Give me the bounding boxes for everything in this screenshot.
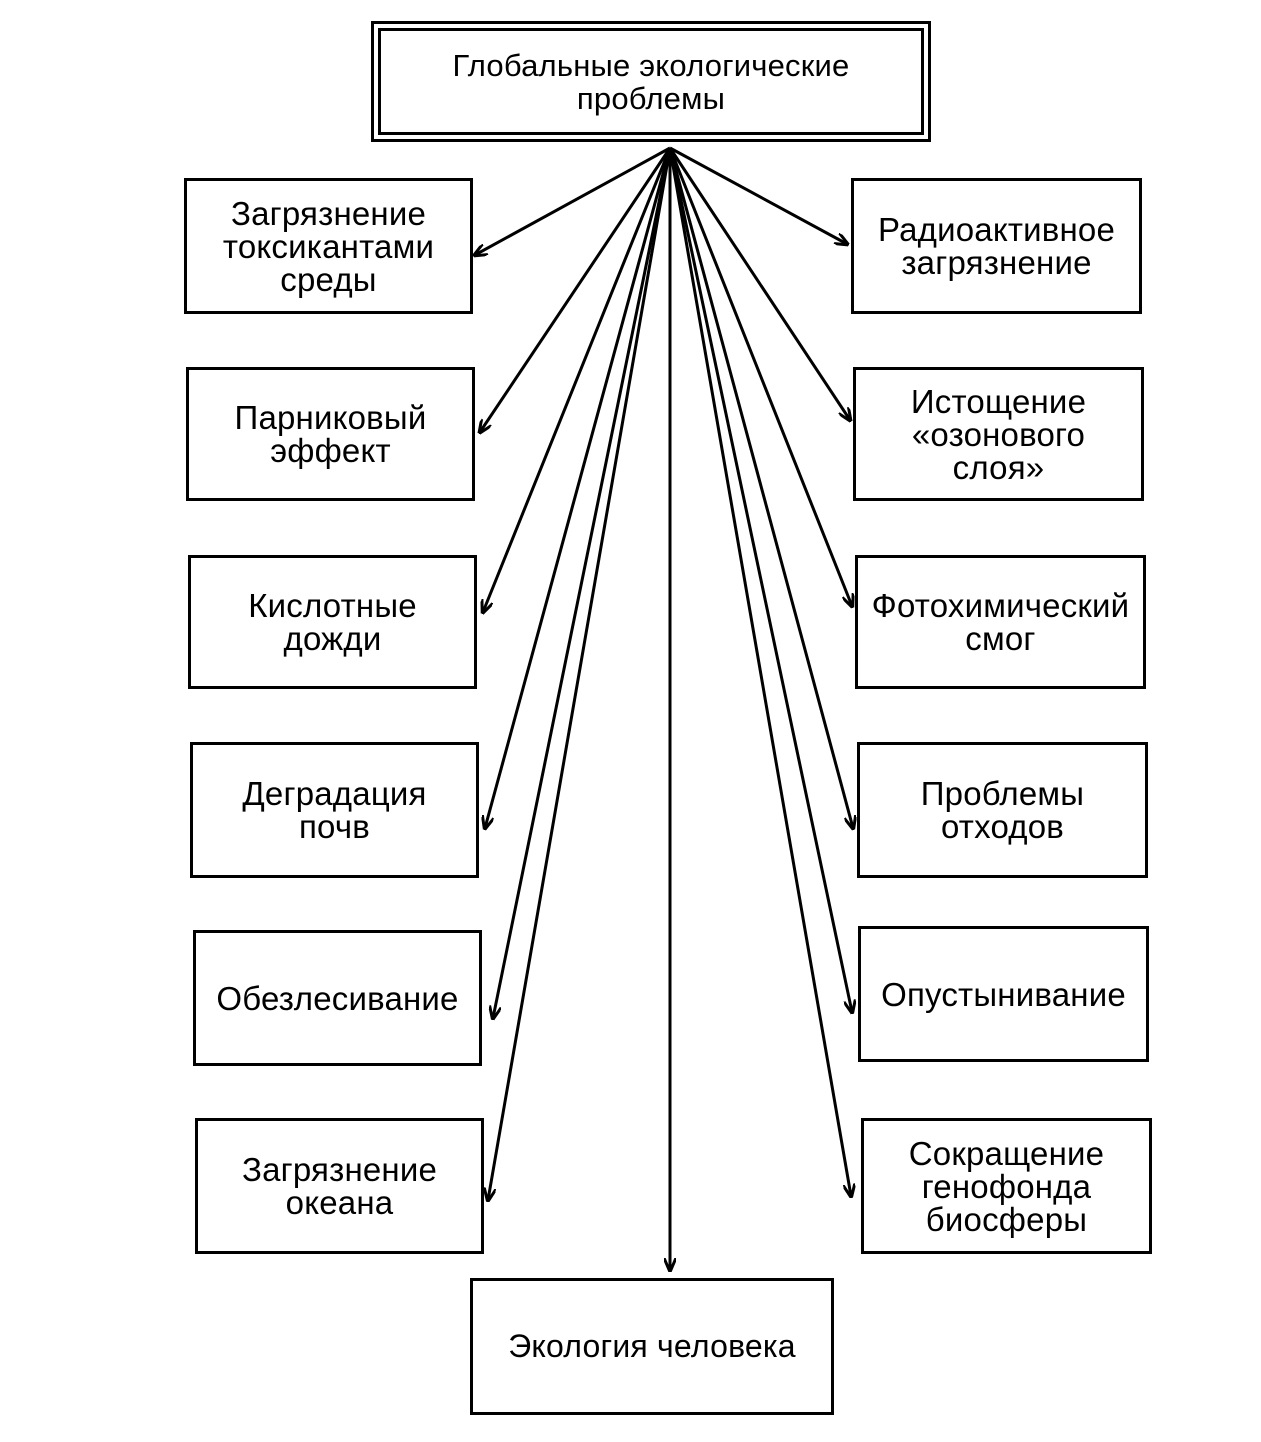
root-node-global-ecological-problems: Глобальные экологические проблемы: [371, 21, 931, 142]
node-label: Экология человека: [508, 1328, 796, 1364]
node-label: Истощение «озонового слоя»: [910, 382, 1087, 486]
arrow-to-greenhouse-effect: [480, 147, 672, 432]
arrow-to-toxicant-pollution: [475, 146, 671, 255]
node-waste-problems: Проблемы отходов: [857, 742, 1148, 878]
arrow-to-waste-problems: [668, 147, 853, 828]
node-label: Фотохимический смог: [871, 587, 1130, 657]
node-acid-rain: Кислотные дожди: [188, 555, 477, 689]
node-label: Обезлесивание: [216, 979, 459, 1017]
node-toxicant-pollution: Загрязнение токсикантами среды: [184, 178, 473, 314]
arrow-to-ozone-depletion: [668, 147, 850, 420]
node-label: Проблемы отходов: [920, 775, 1085, 845]
node-human-ecology: Экология человека: [470, 1278, 834, 1415]
node-deforestation: Обезлесивание: [193, 930, 482, 1066]
node-label: Деградация почв: [242, 775, 427, 845]
root-node-label: Глобальные экологические проблемы: [452, 47, 850, 116]
node-greenhouse-effect: Парниковый эффект: [186, 367, 475, 501]
arrow-to-deforestation: [493, 147, 672, 1018]
node-ozone-depletion: Истощение «озонового слоя»: [853, 367, 1144, 501]
node-radioactive-pollution: Радиоактивное загрязнение: [851, 178, 1142, 314]
node-label: Радиоактивное загрязнение: [877, 211, 1116, 281]
arrow-to-acid-rain: [483, 147, 672, 612]
node-desertification: Опустынивание: [858, 926, 1149, 1062]
arrow-to-soil-degradation: [485, 147, 672, 828]
node-ocean-pollution: Загрязнение океана: [195, 1118, 484, 1254]
node-label: Сокращение генофонда биосферы: [908, 1134, 1105, 1238]
node-label: Загрязнение океана: [241, 1151, 438, 1221]
node-biosphere-genepool-reduction: Сокращение генофонда биосферы: [861, 1118, 1152, 1254]
node-label: Загрязнение токсикантами среды: [222, 194, 435, 298]
node-label: Парниковый эффект: [234, 399, 427, 469]
node-photochemical-smog: Фотохимический смог: [855, 555, 1146, 689]
node-soil-degradation: Деградация почв: [190, 742, 479, 878]
arrow-to-radioactive-pollution: [669, 146, 847, 244]
node-label: Кислотные дожди: [248, 587, 417, 657]
arrow-to-genepool-reduction: [668, 147, 851, 1196]
arrow-to-desertification: [668, 147, 852, 1012]
arrow-to-ocean-pollution: [488, 147, 672, 1200]
arrow-to-photochemical-smog: [668, 147, 852, 606]
node-label: Опустынивание: [881, 975, 1126, 1013]
